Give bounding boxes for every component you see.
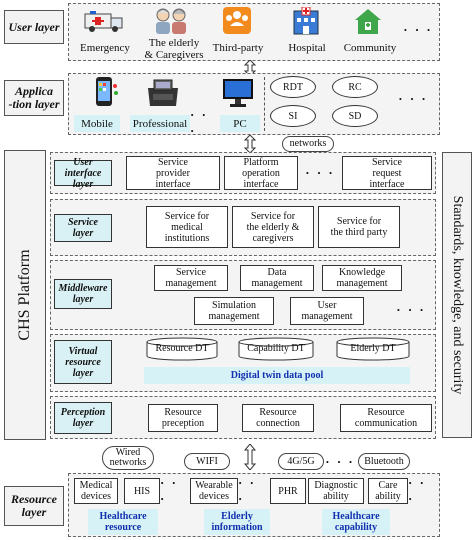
ui-item-provider: Service provider interface <box>126 156 220 190</box>
service-third-party: Service for the third party <box>318 206 400 248</box>
capability-dt-cylinder <box>238 337 314 361</box>
standards-panel <box>442 152 472 438</box>
ui-item-operation: Platform operation interface <box>224 156 298 190</box>
ui-more: · · · <box>305 165 335 180</box>
middleware-knowledge: Knowledge management <box>322 265 402 291</box>
conn-wired: Wired networks <box>102 446 154 470</box>
user-more: · · · <box>403 22 433 37</box>
perception-layer-label: Perception layer <box>54 402 112 434</box>
device-pc: PC <box>220 115 260 132</box>
ui-item-request: Service request interface <box>342 156 432 190</box>
capability-dt-label: Capability DT <box>247 343 305 354</box>
service-medical: Service for medical institutions <box>146 206 228 248</box>
resource-more-1: · · · <box>160 475 188 506</box>
group-elderly-information: Elderly information <box>204 509 270 535</box>
perception-preception: Resource preception <box>148 404 218 432</box>
conn-more: · · · <box>325 454 355 469</box>
app-rdt: RDT <box>270 76 316 98</box>
resource-more-3: · · · <box>408 475 436 506</box>
user-item-hospital: Hospital <box>288 42 326 54</box>
device-professional: Professional <box>130 115 190 132</box>
app-si: SI <box>270 105 316 127</box>
conn-wifi: WIFI <box>184 453 230 470</box>
community-icon <box>353 7 383 35</box>
ambulance-icon <box>84 8 124 34</box>
mobile-icon <box>90 76 120 108</box>
arrow-app-platform-icon <box>243 134 257 154</box>
virtual-layer-label: Virtual resource layer <box>54 340 112 384</box>
app-sd: SD <box>332 105 378 127</box>
group-healthcare-resource: Healthcare resource <box>88 509 158 535</box>
resource-his: HIS <box>124 478 160 504</box>
service-elderly: Service for the elderly & caregivers <box>232 206 314 248</box>
resource-wearable: Wearable devices <box>190 478 238 504</box>
resource-dt-cylinder <box>146 337 218 361</box>
digital-twin-pool: Digital twin data pool <box>144 367 410 384</box>
application-divider <box>264 77 265 131</box>
app-rc: RC <box>332 76 378 98</box>
arrow-platform-resource-icon <box>243 443 257 471</box>
conn-4g5g: 4G/5G <box>278 453 324 470</box>
middleware-data: Data management <box>240 265 314 291</box>
perception-communication: Resource communication <box>340 404 432 432</box>
resource-diagnostic: Diagnostic ability <box>308 478 364 504</box>
application-layer-label: Applica -tion layer <box>4 80 64 116</box>
resource-care: Care ability <box>368 478 408 504</box>
resource-medical-devices: Medical devices <box>74 478 118 504</box>
third-party-icon <box>223 7 251 34</box>
device-more: · · · <box>190 107 216 138</box>
user-item-elderly: The elderly & Caregivers <box>144 37 204 61</box>
perception-connection: Resource connection <box>242 404 314 432</box>
professional-device-icon <box>146 78 180 108</box>
ui-layer-label: User interface layer <box>54 157 112 190</box>
middleware-service: Service management <box>154 265 228 291</box>
middleware-more: · · · <box>396 302 426 317</box>
elderly-icon <box>150 6 192 34</box>
user-layer-label: User layer <box>4 10 64 44</box>
resource-phr: PHR <box>270 478 306 504</box>
resource-dt-label: Resource DT <box>155 343 209 354</box>
hospital-icon <box>291 6 321 35</box>
service-layer-label: Service layer <box>54 214 112 242</box>
user-item-community: Community <box>343 42 397 54</box>
middleware-layer-label: Middleware layer <box>54 279 112 309</box>
standards-text: Standards, knowledge, and security <box>450 195 465 395</box>
elderly-dt-label: Elderly DT <box>350 343 396 354</box>
resource-more-2: · · · <box>238 475 266 506</box>
chs-platform-label <box>4 150 46 440</box>
user-item-third-party: Third-party <box>212 42 264 54</box>
group-healthcare-capability: Healthcare capability <box>322 509 390 535</box>
resource-layer-label: Resource layer <box>4 486 64 526</box>
middleware-user: User management <box>290 297 364 325</box>
chs-platform-text: CHS Platform <box>16 249 33 341</box>
user-item-emergency: Emergency <box>80 42 130 54</box>
conn-bluetooth: Bluetooth <box>358 453 410 470</box>
pc-icon <box>221 78 255 108</box>
networks-cloud: networks <box>282 136 334 152</box>
elderly-dt-cylinder <box>336 337 410 361</box>
device-mobile: Mobile <box>74 115 120 132</box>
app-more: · · · <box>398 91 428 106</box>
middleware-simulation: Simulation management <box>194 297 274 325</box>
